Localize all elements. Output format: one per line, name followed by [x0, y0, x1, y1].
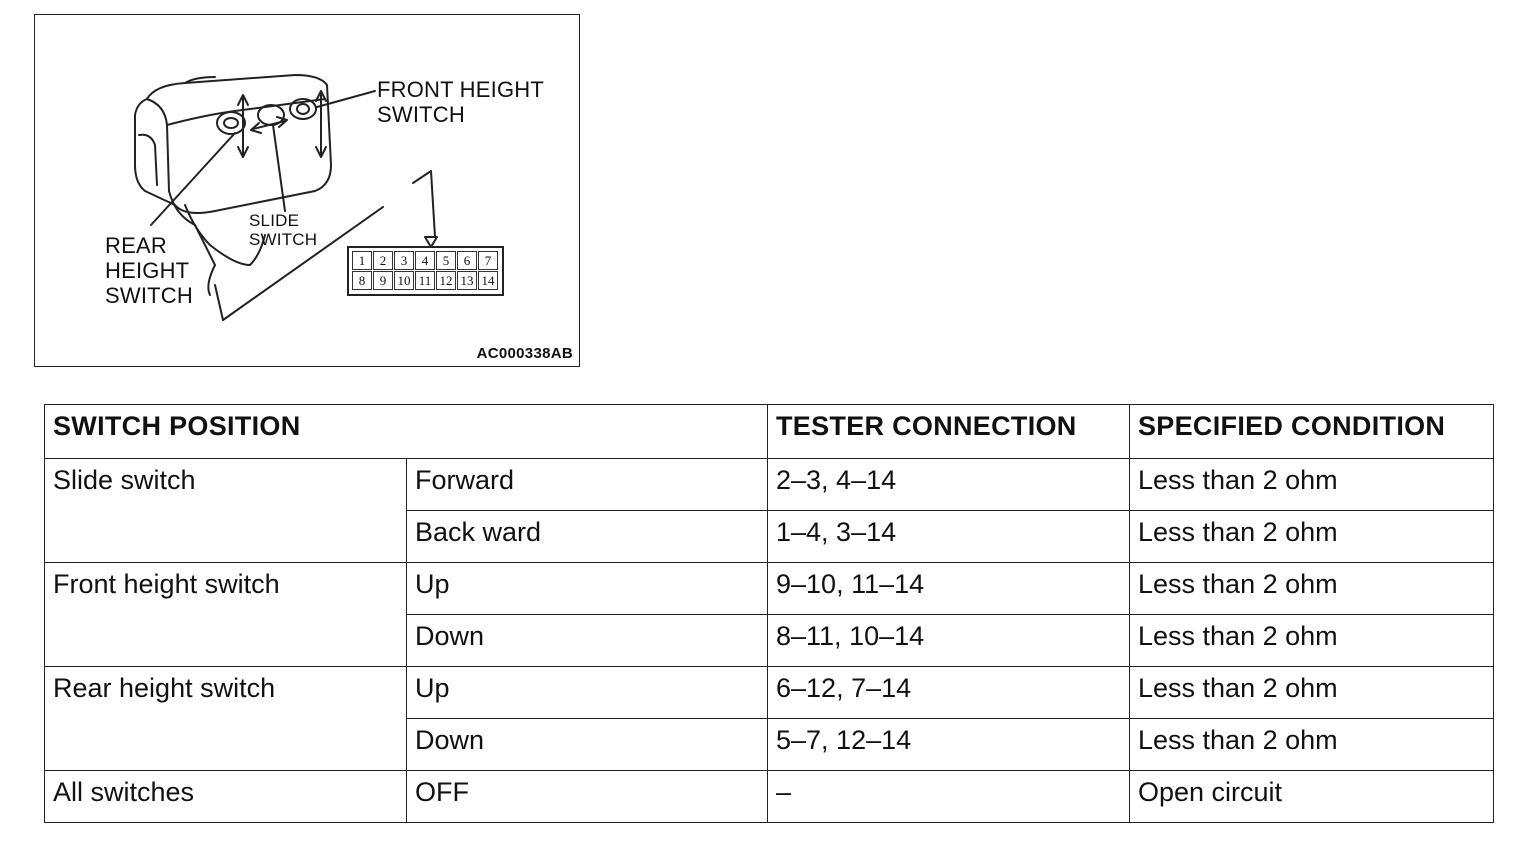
tester-connection-cell: 1–4, 3–14 [767, 510, 1130, 563]
front-height-switch-label: FRONT HEIGHT SWITCH [377, 77, 544, 127]
rear-height-switch-label: REAR HEIGHT SWITCH [105, 233, 193, 308]
switch-position-cell: Down [406, 614, 768, 667]
connector-pin: 6 [457, 251, 477, 270]
specified-condition-cell: Less than 2 ohm [1129, 718, 1494, 771]
specified-condition-cell: Open circuit [1129, 770, 1494, 823]
switch-position-cell: Up [406, 562, 768, 615]
connector-pin: 5 [436, 251, 456, 270]
specified-condition-cell: Less than 2 ohm [1129, 458, 1494, 511]
tester-connection-cell: 5–7, 12–14 [767, 718, 1130, 771]
connector-pin: 2 [373, 251, 393, 270]
switch-name-cell: Front height switch [44, 562, 407, 667]
switch-name-cell: Rear height switch [44, 666, 407, 771]
specified-condition-cell: Less than 2 ohm [1129, 562, 1494, 615]
specified-condition-cell: Less than 2 ohm [1129, 510, 1494, 563]
tester-connection-cell: 8–11, 10–14 [767, 614, 1130, 667]
label-line: SWITCH [249, 230, 318, 249]
tester-connection-cell: 9–10, 11–14 [767, 562, 1130, 615]
switch-name-cell: All switches [44, 770, 407, 823]
switch-position-cell: Forward [406, 458, 768, 511]
label-line: FRONT HEIGHT [377, 77, 544, 102]
label-line: SWITCH [377, 102, 465, 127]
switch-position-cell: Down [406, 718, 768, 771]
specified-condition-cell: Less than 2 ohm [1129, 666, 1494, 719]
connector-pin: 9 [373, 271, 393, 290]
connector-pin: 13 [457, 271, 477, 290]
switch-check-table: SWITCH POSITION TESTER CONNECTION SPECIF… [44, 404, 1494, 823]
label-line: SLIDE [249, 211, 300, 230]
figure-code: AC000338AB [476, 345, 573, 362]
label-line: HEIGHT [105, 258, 190, 283]
connector-pin: 7 [478, 251, 498, 270]
connector-pin: 3 [394, 251, 414, 270]
switch-position-cell: Back ward [406, 510, 768, 563]
switch-assembly-drawing [134, 74, 438, 321]
header-switch-position: SWITCH POSITION [44, 404, 768, 459]
specified-condition-cell: Less than 2 ohm [1129, 614, 1494, 667]
label-line: SWITCH [105, 283, 193, 308]
switch-position-cell: OFF [406, 770, 768, 823]
connector-pin: 11 [415, 271, 435, 290]
header-specified-condition: SPECIFIED CONDITION [1129, 404, 1494, 459]
tester-connection-cell: 2–3, 4–14 [767, 458, 1130, 511]
connector-pin: 12 [436, 271, 456, 290]
table-header-row: SWITCH POSITION TESTER CONNECTION SPECIF… [44, 404, 1494, 459]
switch-name-cell: Slide switch [44, 458, 407, 563]
header-tester-connection: TESTER CONNECTION [767, 404, 1130, 459]
switch-illustration: FRONT HEIGHT SWITCH SLIDE SWITCH REAR HE… [34, 14, 580, 367]
tester-connection-cell: – [767, 770, 1130, 823]
label-line: REAR [105, 233, 167, 258]
tester-connection-cell: 6–12, 7–14 [767, 666, 1130, 719]
connector-pin: 10 [394, 271, 414, 290]
slide-switch-label: SLIDE SWITCH [249, 211, 317, 249]
switch-position-cell: Up [406, 666, 768, 719]
connector-pin: 4 [415, 251, 435, 270]
connector-pin: 14 [478, 271, 498, 290]
connector-pin: 8 [352, 271, 372, 290]
connector-pin: 1 [352, 251, 372, 270]
